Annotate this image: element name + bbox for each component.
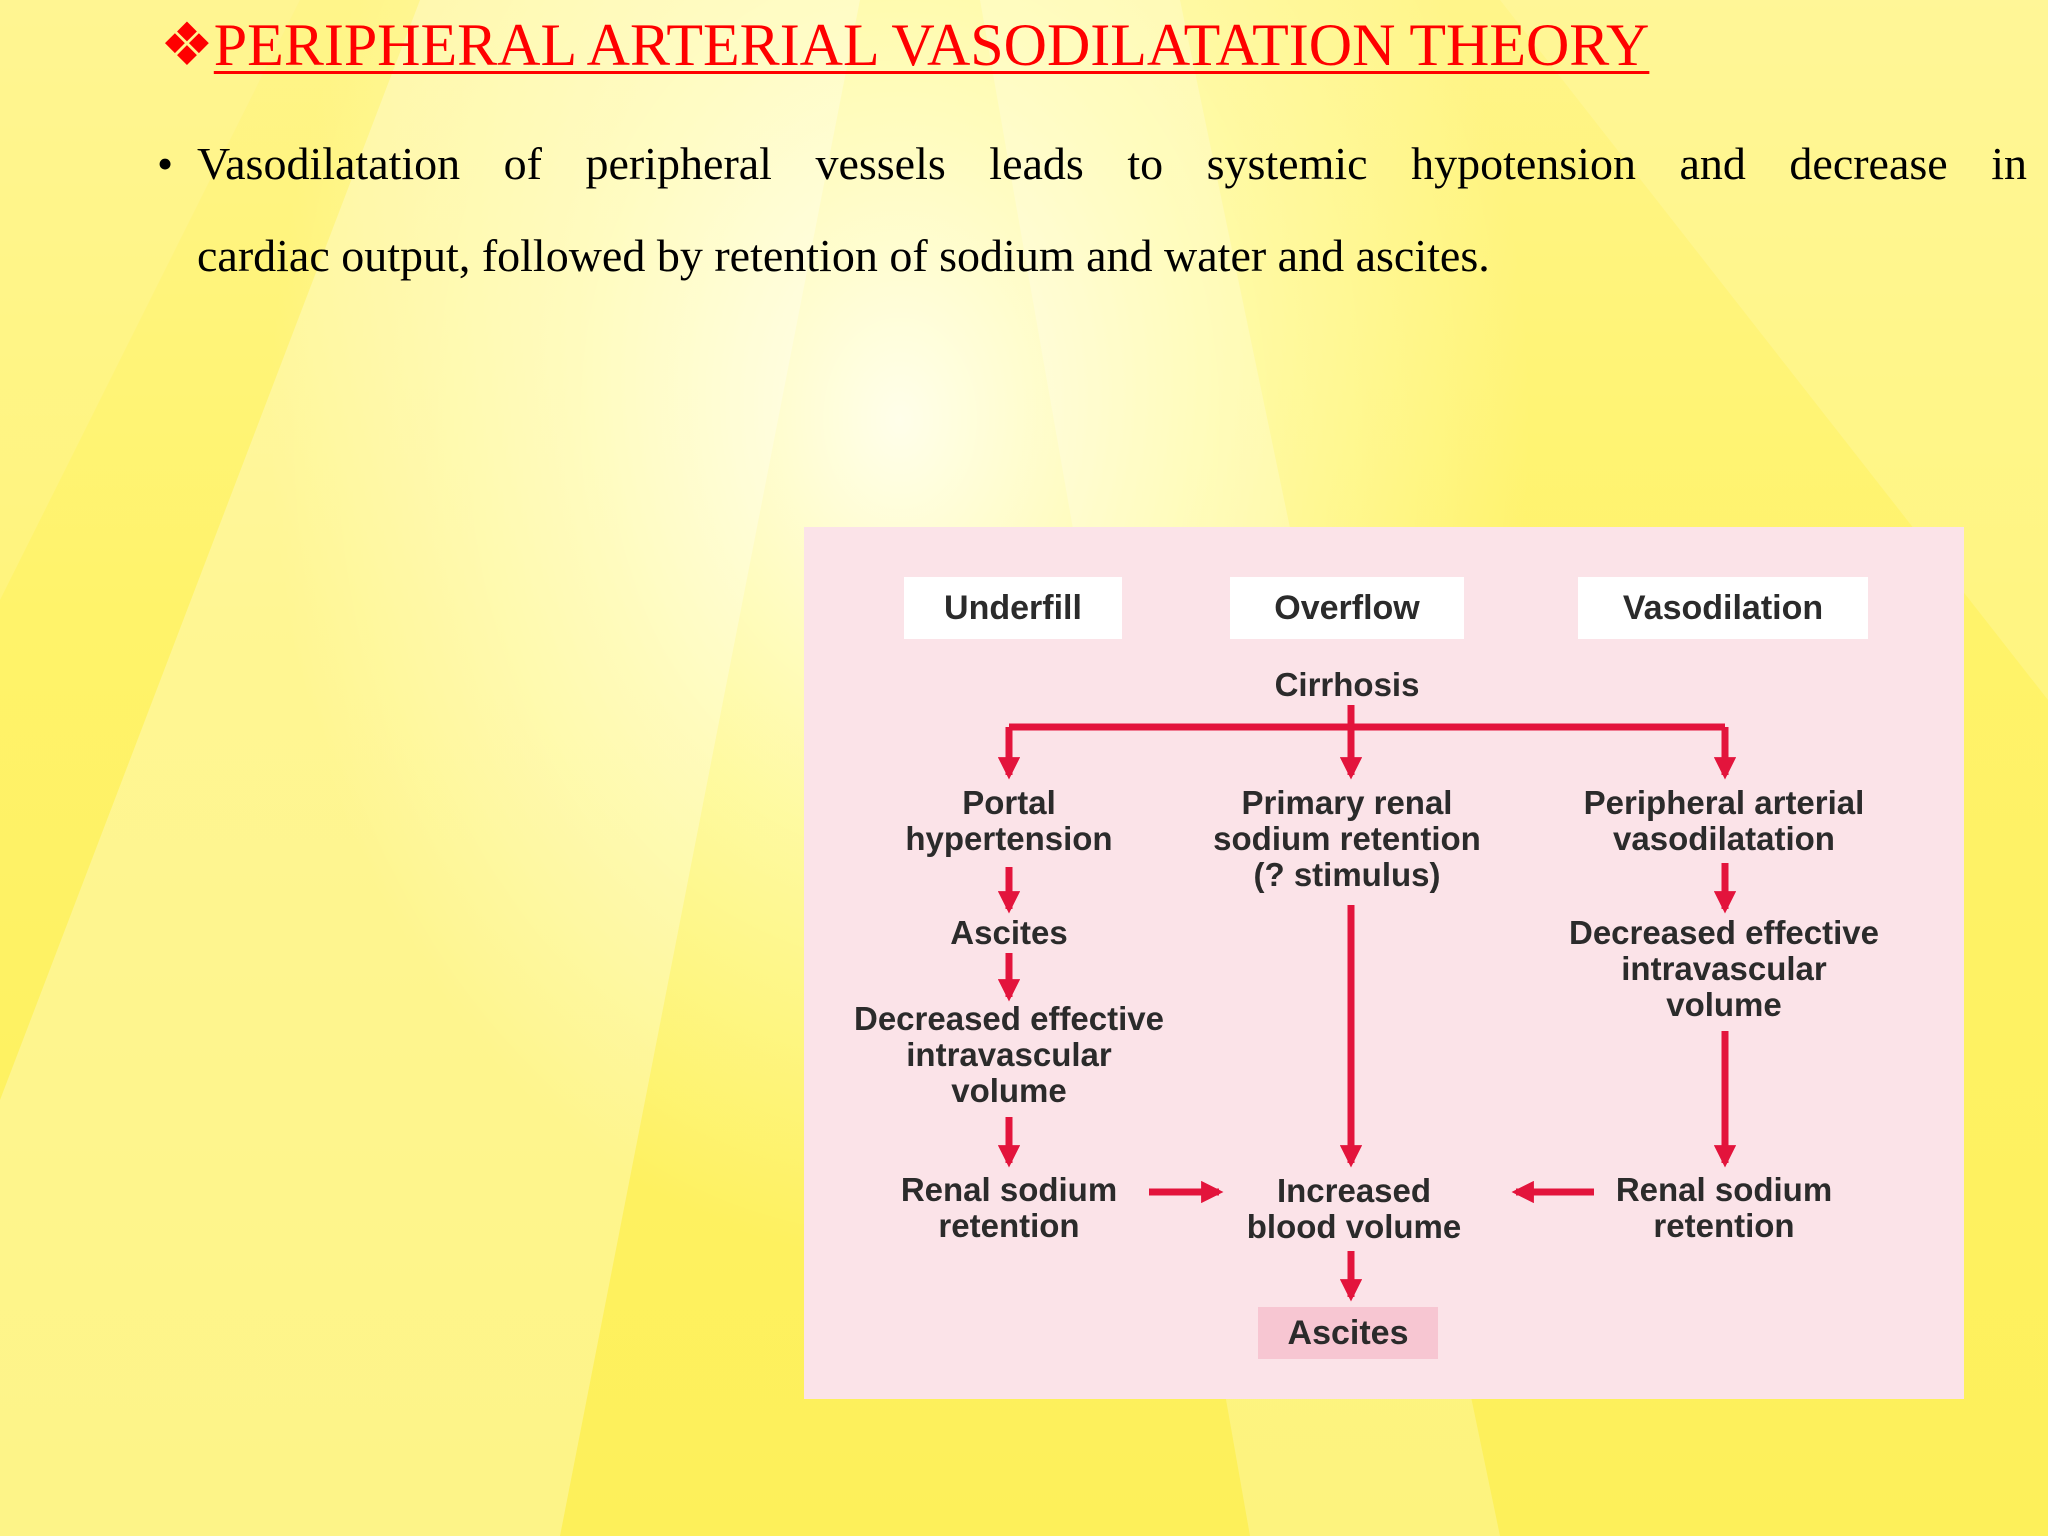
node-peripheral-vasodilatation: Peripheral arterial vasodilatation	[1583, 784, 1865, 857]
node-cirrhosis: Cirrhosis	[1274, 666, 1420, 703]
node-ascites-final: Ascites	[1258, 1307, 1438, 1359]
flowchart-arrows	[997, 705, 1737, 1302]
header-underfill: Underfill	[904, 577, 1122, 639]
node-renal-sodium-left: Renal sodium retention	[900, 1171, 1118, 1244]
slide-title: ❖PERIPHERAL ARTERIAL VASODILATATION THEO…	[160, 10, 1649, 80]
node-renal-sodium-right: Renal sodium retention	[1615, 1171, 1833, 1244]
node-ascites-left: Ascites	[950, 914, 1068, 951]
node-decreased-volume-left: Decreased effective intravascular volume	[853, 1000, 1165, 1109]
header-vasodilation: Vasodilation	[1578, 577, 1868, 639]
node-increased-blood-volume: Increased blood volume	[1246, 1172, 1462, 1245]
header-overflow: Overflow	[1230, 577, 1464, 639]
diamond-bullet-icon: ❖	[160, 12, 214, 78]
node-primary-renal-sodium: Primary renal sodium retention (? stimul…	[1213, 784, 1481, 893]
node-portal-hypertension: Portal hypertension	[905, 784, 1113, 857]
bullet-dot-icon: •	[157, 138, 174, 189]
bullet-text-line-1: Vasodilatation of peripheral vessels lea…	[197, 138, 2027, 189]
title-text: PERIPHERAL ARTERIAL VASODILATATION THEOR…	[213, 12, 1650, 78]
cirrhosis-ascites-flowchart: Underfill Overflow Vasodilation Cirrhosi…	[804, 527, 1964, 1399]
bullet-text-line-2: cardiac output, followed by retention of…	[197, 230, 1490, 281]
node-decreased-volume-right: Decreased effective intravascular volume	[1568, 914, 1880, 1023]
